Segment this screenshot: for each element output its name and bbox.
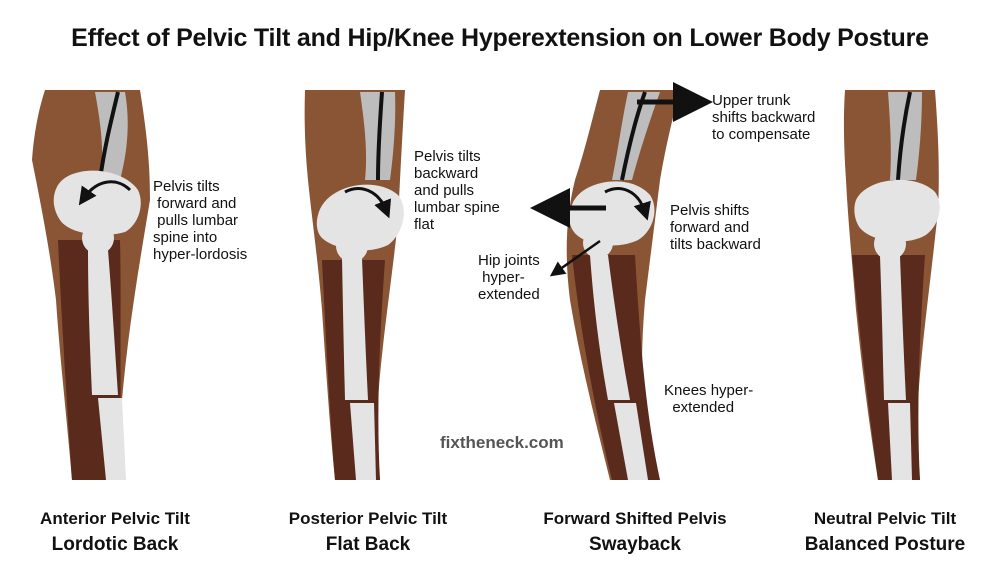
caption-swayback-title: Forward Shifted Pelvis bbox=[543, 509, 727, 528]
annotation-pelvis-shift: Pelvis shifts forward and tilts backward bbox=[670, 202, 761, 253]
knee-tibia bbox=[98, 398, 126, 480]
femur bbox=[590, 255, 630, 400]
figure-swayback bbox=[566, 90, 680, 480]
lumbar-vertebrae bbox=[888, 92, 922, 180]
annotation-hip-joints: Hip joints hyper- extended bbox=[478, 252, 540, 303]
femur bbox=[880, 256, 906, 400]
rotation-arrow bbox=[78, 180, 132, 206]
knee-tibia bbox=[888, 403, 912, 480]
femur-head bbox=[874, 228, 906, 260]
credit-watermark: fixtheneck.com bbox=[440, 433, 564, 452]
caption-posterior-title: Posterior Pelvic Tilt bbox=[288, 509, 448, 528]
femur bbox=[88, 250, 118, 395]
spinal-cord-line bbox=[896, 91, 912, 181]
caption-swayback: Forward Shifted Pelvis Swayback bbox=[520, 507, 750, 559]
lumbar-vertebrae bbox=[612, 92, 660, 180]
annotation-anterior-tilt: Pelvis tilts forward and pulls lumbar sp… bbox=[153, 178, 248, 263]
rotation-arrow bbox=[604, 187, 651, 221]
knee-tibia bbox=[350, 403, 376, 480]
annotation-upper-trunk: Upper trunk shifts backward to compensat… bbox=[712, 92, 816, 143]
caption-neutral: Neutral Pelvic Tilt Balanced Posture bbox=[770, 507, 1000, 559]
figure-neutral bbox=[843, 90, 940, 480]
caption-swayback-subtitle: Swayback bbox=[589, 534, 681, 555]
figure-posterior-tilt bbox=[304, 90, 405, 480]
rotation-arrow bbox=[344, 187, 392, 219]
pelvis-bone bbox=[569, 181, 655, 246]
caption-posterior-subtitle: Flat Back bbox=[325, 534, 411, 555]
hip-joint-arrow bbox=[549, 239, 601, 277]
diagram-title: Effect of Pelvic Tilt and Hip/Knee Hyper… bbox=[71, 24, 929, 52]
caption-posterior: Posterior Pelvic Tilt Flat Back bbox=[253, 507, 483, 559]
caption-anterior: Anterior Pelvic Tilt Lordotic Back bbox=[0, 507, 230, 559]
pelvis-bone bbox=[53, 170, 141, 235]
femur-head bbox=[82, 222, 114, 254]
caption-neutral-subtitle: Balanced Posture bbox=[804, 534, 966, 555]
figure-anterior-tilt bbox=[32, 90, 150, 480]
knee-tibia bbox=[614, 403, 648, 480]
spinal-cord-line bbox=[376, 91, 384, 181]
femur bbox=[342, 258, 368, 400]
femur-head bbox=[336, 230, 368, 262]
annotation-posterior-tilt: Pelvis tilts backward and pulls lumbar s… bbox=[414, 148, 500, 233]
caption-neutral-title: Neutral Pelvic Tilt bbox=[813, 509, 957, 528]
pelvis-bone bbox=[854, 179, 940, 242]
caption-anterior-subtitle: Lordotic Back bbox=[51, 534, 179, 555]
caption-anterior-title: Anterior Pelvic Tilt bbox=[40, 509, 190, 528]
annotation-knees: Knees hyper- extended bbox=[664, 382, 754, 416]
